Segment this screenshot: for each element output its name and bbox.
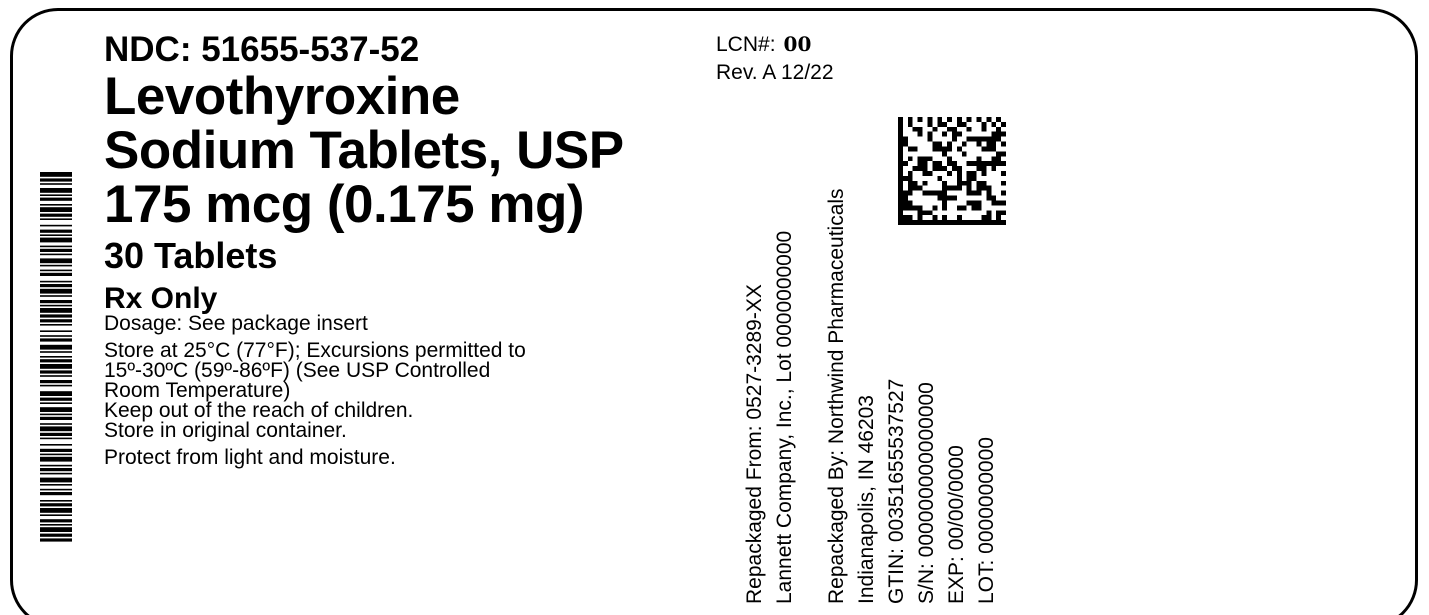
expiry-date: EXP: 00/00/0000 (945, 445, 968, 604)
tablet-count: 30 Tablets (104, 235, 278, 276)
protect-text: Protect from light and moisture. (104, 446, 396, 469)
lcn-value: 00 (783, 32, 812, 56)
ndc-number: NDC: 51655-537-52 (104, 30, 420, 69)
repackager-city: Indianapolis, IN 46203 (855, 395, 878, 604)
linear-barcode (40, 172, 72, 542)
product-info: NDC: 51655-537-52 Levothyroxine Sodium T… (104, 30, 724, 468)
lcn-block: LCN#: 00 Rev. A 12/22 (716, 30, 834, 87)
label-border (10, 8, 1418, 615)
gtin-number: GTIN: 00351655537527 (885, 378, 908, 604)
manufacturer-lot: Lannett Company, Inc., Lot 0000000000 (773, 230, 796, 604)
storage-line3: Room Temperature) (104, 379, 291, 402)
lot-number: LOT: 0000000000 (975, 437, 998, 604)
repackaged-by: Repackaged By: Northwind Pharmaceuticals (825, 188, 848, 604)
repackaged-from: Repackaged From: 0527-3289-XX (743, 284, 766, 604)
serial-number: S/N: 000000000000000 (915, 382, 938, 604)
drug-name-line1: Levothyroxine (104, 67, 460, 126)
storage-line2: 15º-30ºC (59º-86ºF) (See USP Controlled (104, 359, 491, 382)
datamatrix-code (898, 117, 1006, 225)
drug-strength: 175 mcg (0.175 mg) (104, 175, 585, 234)
lcn-label: LCN#: (716, 33, 776, 56)
revision-text: Rev. A 12/22 (716, 61, 834, 84)
container-text: Store in original container. (104, 419, 347, 442)
repackaging-info: Repackaged From: 0527-3289-XX Lannett Co… (740, 188, 1002, 604)
rx-only: Rx Only (104, 282, 218, 315)
children-warning: Keep out of the reach of children. (104, 399, 414, 422)
lcn-line: LCN#: 00 (716, 30, 834, 59)
dosage-text: Dosage: See package insert (104, 312, 368, 335)
drug-name-line2: Sodium Tablets, USP (104, 121, 624, 180)
storage-line1: Store at 25°C (77°F); Excursions permitt… (104, 339, 526, 362)
